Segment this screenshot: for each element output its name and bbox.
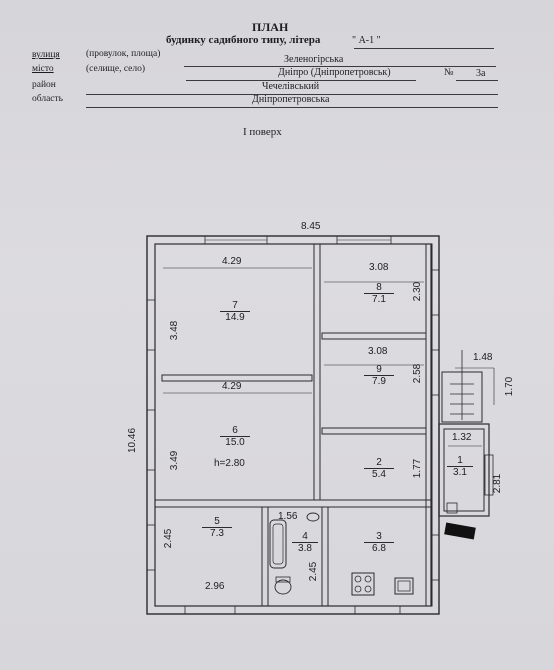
room9-height-dim: 2.58 xyxy=(412,363,424,384)
stove xyxy=(351,572,375,596)
room-area: 6.8 xyxy=(372,543,386,554)
room-number: 4 xyxy=(292,531,318,543)
room7-width-dim: 4.29 xyxy=(222,256,242,267)
room-number: 5 xyxy=(202,516,232,528)
street-label: вулиця xyxy=(32,50,60,60)
room-2-label: 2 5.4 xyxy=(364,457,394,480)
city-underline xyxy=(186,80,416,81)
window xyxy=(430,269,440,316)
district-label: район xyxy=(32,80,56,90)
room6-width-dim: 4.29 xyxy=(222,381,242,392)
district-value: Чечелівський xyxy=(262,81,320,92)
district-underline xyxy=(86,94,498,95)
interior-wall xyxy=(161,374,313,382)
porch-width-dim: 1.48 xyxy=(473,352,493,363)
litera-underline xyxy=(354,48,494,49)
room-8-label: 8 7.1 xyxy=(364,282,394,305)
street-value: Зеленогірська xyxy=(284,54,344,65)
litera-value: " А-1 " xyxy=(352,35,381,46)
window xyxy=(430,349,440,396)
room-area: 3.8 xyxy=(298,543,312,554)
window xyxy=(184,605,236,615)
room-number: 3 xyxy=(364,531,394,543)
room5-width-dim: 2.96 xyxy=(205,581,225,592)
room-area: 7.1 xyxy=(372,294,386,305)
entry-mat xyxy=(444,522,476,540)
kitchen-sink xyxy=(394,577,414,595)
document-title: ПЛАН xyxy=(252,20,289,34)
room-area: 15.0 xyxy=(225,437,245,448)
room-3-label: 3 6.8 xyxy=(364,531,394,554)
room7-height-dim: 3.48 xyxy=(169,320,181,341)
room-area: 7.9 xyxy=(372,376,386,387)
room1-height-dim: 2.81 xyxy=(492,473,504,494)
room-9-label: 9 7.9 xyxy=(364,364,394,387)
room2-height-dim: 1.77 xyxy=(412,458,424,479)
interior-wall xyxy=(425,243,433,607)
room-area: 3.1 xyxy=(453,467,467,478)
interior-wall xyxy=(321,427,427,435)
window xyxy=(430,534,440,581)
floor-label: I поверх xyxy=(243,126,282,138)
overall-width-dim: 8.45 xyxy=(301,221,321,232)
room5-height-dim: 2.45 xyxy=(163,528,175,549)
room-1-label: 1 3.1 xyxy=(447,455,473,478)
overall-height-dim: 10.46 xyxy=(127,427,139,454)
interior-wall xyxy=(321,332,427,340)
window xyxy=(146,299,156,351)
street-underline xyxy=(184,66,496,67)
window xyxy=(146,524,156,571)
toilet xyxy=(274,579,292,595)
city-value: Дніпро (Дніпропетровськ) xyxy=(278,67,391,78)
interior-wall xyxy=(154,499,432,508)
annex-wall xyxy=(438,423,490,517)
interior-wall xyxy=(321,506,329,607)
number-label: № xyxy=(444,67,454,78)
window xyxy=(146,409,156,471)
room-number: 9 xyxy=(364,364,394,376)
window xyxy=(484,454,494,496)
outer-wall xyxy=(146,235,440,615)
room-number: 1 xyxy=(447,455,473,467)
room-area: 7.3 xyxy=(210,528,224,539)
interior-wall xyxy=(261,506,269,607)
number-underline xyxy=(456,80,498,81)
room-5-label: 5 7.3 xyxy=(202,516,232,539)
annex-wall-inner xyxy=(443,428,485,512)
city-hint: (селище, село) xyxy=(86,64,146,74)
bathtub xyxy=(269,519,287,569)
document-subtitle: будинку садибного типу, літера xyxy=(166,34,321,46)
room-number: 2 xyxy=(364,457,394,469)
room4-width-dim: 1.56 xyxy=(278,511,298,522)
annex-fixture xyxy=(446,502,458,514)
region-label: область xyxy=(32,94,64,104)
number-value: 3а xyxy=(476,68,486,79)
region-underline xyxy=(86,107,498,108)
porch-height-dim: 1.70 xyxy=(504,376,516,397)
room9-width-dim: 3.08 xyxy=(368,346,388,357)
room-area: 14.9 xyxy=(225,312,245,323)
room8-height-dim: 2.30 xyxy=(412,281,424,302)
city-label: місто xyxy=(32,64,54,74)
sink xyxy=(306,512,320,522)
room-4-label: 4 3.8 xyxy=(292,531,318,554)
window xyxy=(354,605,401,615)
street-hint: (провулок, площа) xyxy=(86,49,161,59)
room1-width-dim: 1.32 xyxy=(452,432,472,443)
room4-height-dim: 2.45 xyxy=(308,561,320,582)
room-6-label: 6 15.0 xyxy=(220,425,250,448)
room6-height-dim: 3.49 xyxy=(169,450,181,471)
region-value: Дніпропетровська xyxy=(252,94,330,105)
room-7-label: 7 14.9 xyxy=(220,300,250,323)
room8-width-dim: 3.08 xyxy=(369,262,389,273)
room-area: 5.4 xyxy=(372,469,386,480)
room-number: 7 xyxy=(220,300,250,312)
ceiling-height: h=2.80 xyxy=(214,458,245,469)
room-number: 8 xyxy=(364,282,394,294)
room-number: 6 xyxy=(220,425,250,437)
